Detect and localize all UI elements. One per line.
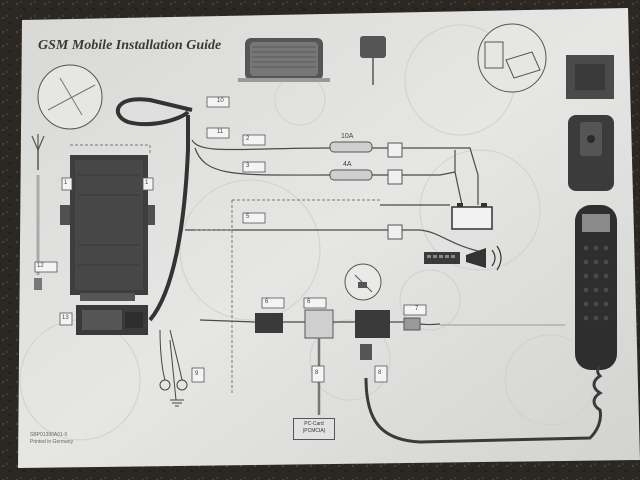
- cradle-inset-circle: [477, 23, 547, 93]
- handset-plug: [403, 317, 421, 331]
- step-3-label: 3: [246, 163, 250, 169]
- dashed-guides: [70, 144, 380, 395]
- fuse-4a: [329, 169, 373, 181]
- keypad-icon: [424, 252, 460, 264]
- fuse-10a-label: 10A: [341, 133, 354, 140]
- step-2-label: 2: [246, 136, 250, 142]
- ground-wires: [159, 329, 188, 407]
- ignition-inset-circle: [344, 263, 382, 301]
- adapter-connector: [255, 313, 283, 333]
- mounting-inset-circle: [37, 64, 103, 130]
- handset-icon: [575, 205, 617, 370]
- step-11-label: 11: [217, 129, 224, 135]
- step-12-label: 12: [37, 263, 44, 269]
- connector-module: [76, 305, 148, 335]
- transceiver-unit: [60, 155, 155, 301]
- step-8b-label: 8: [378, 370, 382, 376]
- step-9-label: 9: [195, 371, 199, 377]
- pc-card-box: PC-Card (PCMCIA): [293, 418, 335, 440]
- handset-adapter-module: [355, 310, 390, 360]
- pc-card-line1: PC-Card: [304, 421, 324, 427]
- battery-icon: [451, 203, 493, 230]
- fuse-4a-label: 4A: [343, 161, 352, 168]
- wiring: [185, 139, 483, 326]
- gps-antenna-icon: [360, 36, 386, 85]
- step-5-label: 5: [246, 214, 250, 220]
- step-10-label: 10: [217, 98, 224, 104]
- step-8-label: 8: [315, 370, 319, 376]
- step-1a-label: 1: [64, 180, 68, 186]
- coiled-cable: [364, 364, 603, 444]
- printed-in: Printed in Germany: [30, 439, 74, 445]
- fuse-10a: [329, 141, 373, 153]
- antenna-cable: [115, 97, 193, 127]
- gsm-antenna-icon: [31, 134, 45, 290]
- step-6b-label: 6: [307, 299, 311, 305]
- step-6-label: 6: [265, 299, 269, 305]
- main-cable: [148, 115, 190, 322]
- paper-sheet: [18, 8, 640, 468]
- step-13-label: 13: [62, 315, 69, 321]
- step-7-label: 7: [415, 306, 419, 312]
- horn-icon: [466, 245, 502, 271]
- part-number: SBP01390A01-0: [30, 432, 68, 438]
- relay-clips: [387, 142, 403, 240]
- pc-card-line2: (PCMCIA): [302, 428, 326, 434]
- guide-title: GSM Mobile Installation Guide: [38, 38, 222, 53]
- speaker-icon: [238, 38, 330, 82]
- step-markers: [34, 96, 427, 383]
- cradle-plate-icon: [566, 55, 614, 99]
- step-1b-label: 1: [145, 180, 149, 186]
- phone-holder-icon: [568, 115, 614, 191]
